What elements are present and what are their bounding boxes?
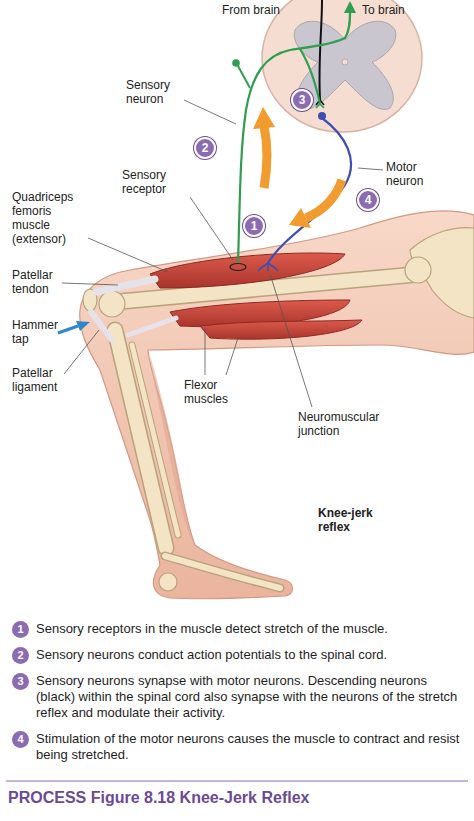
part-label: Flexor muscles [184, 378, 244, 406]
part-label: Sensory receptor [122, 168, 188, 196]
flexor-tendon [128, 318, 176, 335]
leader-line [226, 338, 238, 375]
foot-bones-outline [165, 556, 280, 588]
part-label: Hammer tap [12, 318, 62, 346]
step-text: Sensory neurons conduct action potential… [36, 647, 468, 663]
arrowhead [253, 107, 275, 129]
figure-caption: PROCESS Figure 8.18 Knee-Jerk Reflex [8, 788, 309, 807]
part-label: Neuromuscular junction [298, 410, 404, 438]
callout-text: 2 [17, 650, 23, 661]
callout-text: 3 [17, 676, 23, 687]
tibia [115, 330, 166, 548]
part-label: Sensory neuron [126, 78, 188, 106]
callout-number: 1 [243, 215, 265, 237]
leader-line [270, 274, 312, 407]
callout-number: 3 [12, 673, 29, 690]
callout-number: 3 [291, 89, 313, 111]
hammer-arrow [58, 326, 78, 333]
neuromuscular-ending [258, 263, 278, 271]
pathway-label: From brain [222, 3, 280, 17]
direction-arrow [264, 126, 267, 188]
quadriceps-muscle [150, 253, 345, 288]
callout-number: 2 [12, 647, 29, 664]
femoral-head [405, 257, 431, 283]
leader-lines [62, 100, 383, 407]
caption-rule [6, 781, 468, 782]
callout-text: 4 [17, 734, 23, 745]
leader-line [62, 283, 118, 285]
direction-arrow [306, 180, 342, 218]
central-canal [342, 59, 348, 65]
synapse-ending [316, 104, 324, 108]
sensory-receptor [230, 264, 246, 271]
leader-line [184, 100, 236, 124]
callout-text: 1 [17, 624, 23, 635]
leader-line [205, 328, 206, 375]
leader-line [190, 197, 233, 260]
leg-outline [80, 211, 474, 599]
arrowhead [344, 1, 356, 13]
callout-number: 4 [357, 189, 379, 211]
callout-text: 2 [202, 142, 209, 154]
leader-line [358, 168, 383, 170]
part-label: Motor neuron [386, 160, 442, 188]
leader-line [64, 330, 99, 374]
step-text: Sensory neurons synapse with motor neuro… [36, 673, 468, 721]
callout-number: 4 [12, 731, 29, 748]
foot-bones [165, 556, 280, 588]
spinal-cord [262, 0, 422, 132]
part-label: Patellar ligament [12, 366, 72, 394]
descending-neuron [319, 0, 322, 100]
part-label: Patellar tendon [12, 268, 70, 296]
tibia-outline [115, 330, 166, 548]
step-text: Stimulation of the motor neurons causes … [36, 731, 468, 763]
sensory-neuron [238, 12, 350, 263]
figure-title: Knee-jerk reflex [318, 506, 382, 534]
step-text: Sensory receptors in the muscle detect s… [36, 621, 468, 637]
motor-neuron [268, 118, 351, 263]
pathway-label: To brain [362, 3, 405, 17]
callout-number: 1 [12, 621, 29, 638]
leader-line [88, 238, 168, 272]
arrowhead [289, 208, 311, 228]
part-label: Quadriceps femoris muscle (extensor) [12, 190, 86, 246]
ganglion-stub [238, 66, 250, 88]
heel-bone [159, 573, 177, 591]
callout-text: 1 [251, 220, 258, 232]
callout-number: 2 [194, 137, 216, 159]
arrowhead [76, 321, 90, 331]
knee-condyle [99, 291, 125, 317]
flexor-muscle [200, 320, 362, 339]
cell-body [232, 59, 240, 67]
callout-text: 3 [299, 94, 306, 106]
callout-text: 4 [365, 194, 372, 206]
patellar-tendon [96, 279, 155, 292]
